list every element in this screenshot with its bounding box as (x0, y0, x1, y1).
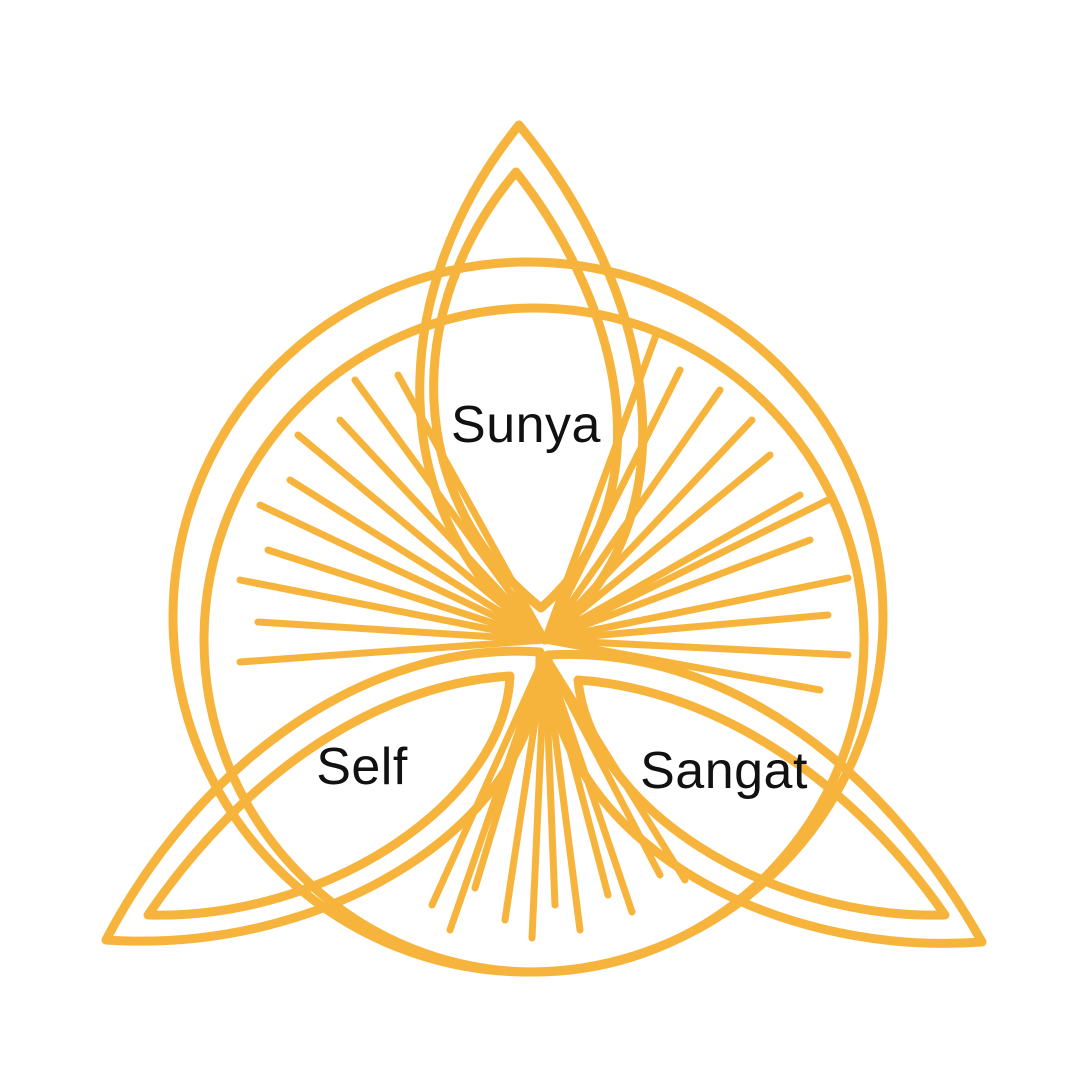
ray (541, 611, 832, 644)
ray (541, 651, 559, 909)
ray (254, 618, 549, 644)
ray (541, 636, 852, 659)
right-petal-inner (573, 675, 950, 920)
ray (256, 501, 549, 644)
ray (351, 376, 549, 644)
ray (236, 576, 549, 644)
ray (541, 574, 852, 644)
label-self: Self (316, 738, 408, 796)
ray (336, 416, 549, 644)
ray (541, 636, 824, 694)
ray (541, 496, 832, 644)
label-sangat: Sangat (640, 742, 808, 800)
left-petal-outer (101, 646, 545, 946)
ray (428, 651, 549, 909)
right-petal-outer (543, 649, 987, 948)
inner-ring (199, 303, 869, 977)
ray (236, 636, 549, 666)
ray (541, 366, 684, 644)
ray (541, 536, 814, 644)
ray (264, 546, 549, 644)
ray (528, 651, 549, 942)
top-petal-outer (415, 120, 648, 645)
top-petal-inner (429, 167, 622, 613)
ray (286, 476, 549, 644)
left-petal-inner (143, 671, 515, 920)
label-sunya: Sunya (451, 396, 601, 454)
